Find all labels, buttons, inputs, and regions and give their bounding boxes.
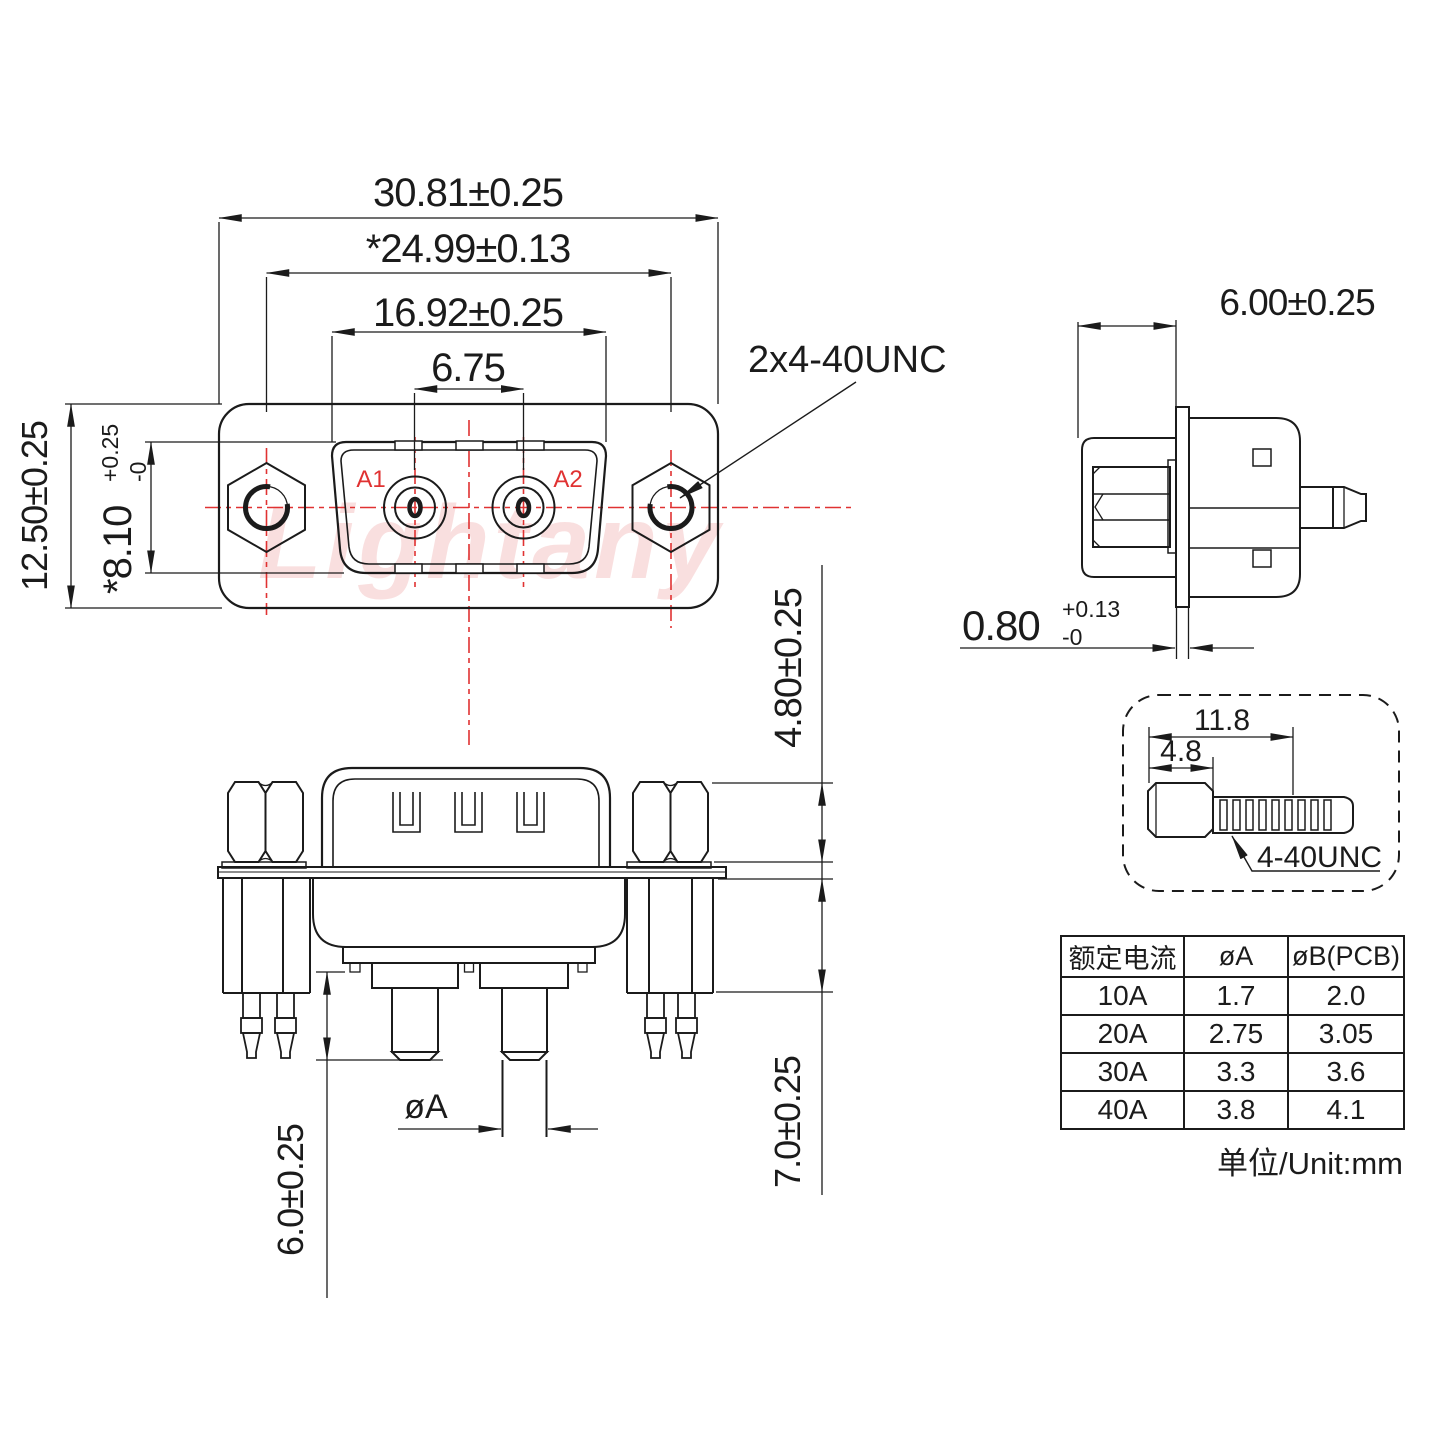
cell-current: 20A: [1060, 1014, 1185, 1054]
thread-spec-leader: [1231, 835, 1380, 872]
rear-body: [1081, 437, 1176, 578]
dim-opening-height: *8.10: [96, 506, 140, 594]
dim-opening-width: 16.92±0.25: [373, 291, 563, 335]
table-row: 20A 2.75 3.05: [1060, 1014, 1405, 1054]
cell-dia-a: 1.7: [1183, 976, 1289, 1016]
dsub-opening-outer: [330, 440, 608, 575]
standoff-right: [626, 781, 712, 869]
dim-pin-diameter: øA: [404, 1088, 448, 1126]
shell-outer: [320, 766, 612, 867]
front-extension-lines: [65, 222, 719, 609]
unit-note: 单位/Unit:mm: [1217, 1146, 1403, 1181]
screw-hex-body: [1147, 782, 1214, 838]
cell-current: 30A: [1060, 1052, 1185, 1092]
standoff-left: [221, 781, 307, 869]
hex-nut-left: [227, 461, 306, 554]
bracket-leg-left: [222, 878, 311, 994]
cell-dia-a: 3.3: [1183, 1052, 1289, 1092]
flange-side: [1175, 406, 1190, 608]
power-contact-a2: [491, 475, 556, 540]
cell-dia-a: 2.75: [1183, 1014, 1289, 1054]
table-row: 40A 3.8 4.1: [1060, 1090, 1405, 1130]
dsub-opening-inner: [340, 449, 598, 565]
header-rated-current: 额定电流: [1060, 935, 1185, 978]
table-header-row: 额定电流 øA øB(PCB): [1060, 935, 1405, 978]
cell-dia-a: 3.8: [1183, 1090, 1289, 1130]
dim-contact-pitch: 6.75: [431, 346, 505, 390]
dim-bracket-length-lines: [716, 878, 833, 1195]
dim-opening-height-group: *8.10 +0.25 -0: [96, 424, 151, 594]
front-view: Lightany: [14, 171, 947, 745]
thread-note-leader: [679, 381, 857, 499]
header-dia-b-pcb: øB(PCB): [1287, 935, 1405, 978]
dim-flange-thickness: 0.80: [962, 602, 1040, 649]
shell-slots: [392, 792, 545, 833]
dim-bracket-length: 7.0±0.25: [767, 1056, 808, 1188]
side-view: 6.00±0.25 0.80 +0.13 -0: [960, 282, 1376, 659]
table-row: 10A 1.7 2.0: [1060, 976, 1405, 1016]
shell-inner: [332, 778, 600, 867]
dim-screw-hex: 4.8: [1160, 735, 1202, 768]
power-pin-a2-bottom: [479, 962, 569, 1137]
screw-threads: [1219, 799, 1332, 831]
dim-screw-overall: 11.8: [1194, 704, 1250, 737]
power-pin-a1-bottom: [371, 962, 459, 1061]
contact-pin-side: [1299, 486, 1367, 529]
dim-overall-height: 12.50±0.25: [14, 421, 55, 591]
cell-dia-b: 3.6: [1287, 1052, 1405, 1092]
dim-shell-height: 4.80±0.25: [768, 588, 810, 748]
dim-pin-protrusion-lines: [316, 971, 443, 1298]
bracket-leg-right: [626, 878, 714, 994]
screw-detail: 11.8 4.8 4-40UNC: [1122, 694, 1400, 892]
dim-shell-height-lines: [712, 565, 833, 879]
insulator-step: [342, 946, 596, 964]
rating-table: 额定电流 øA øB(PCB) 10A 1.7 2.0 20A 2.75 3.0…: [1060, 935, 1405, 1130]
contact-label-a1: A1: [356, 466, 385, 493]
cell-current: 10A: [1060, 976, 1185, 1016]
power-contact-a1: [383, 475, 447, 540]
bottom-view: 4.80±0.25 7.0±0.25 6.0±0.25 øA: [217, 565, 833, 1298]
screw-dim-lines: [1148, 727, 1294, 795]
screw-thread-rod: [1212, 796, 1354, 834]
header-dia-a: øA: [1183, 935, 1289, 978]
contact-label-a2: A2: [553, 466, 582, 493]
thread-spec: 4-40UNC: [1257, 841, 1382, 874]
dim-opening-height-tol-plus: +0.25: [97, 424, 123, 482]
pcb-pins: [240, 992, 698, 1059]
flange-outline: [217, 402, 720, 610]
thread-note: 2x4-40UNC: [748, 339, 947, 381]
cell-dia-b: 3.05: [1287, 1014, 1405, 1054]
insulator-body: [312, 878, 626, 948]
detail-frame: [1122, 694, 1400, 892]
cell-dia-b: 4.1: [1287, 1090, 1405, 1130]
cell-current: 40A: [1060, 1090, 1185, 1130]
hex-nut-side: [1092, 459, 1177, 554]
dim-pin-protrusion: 6.0±0.25: [270, 1124, 311, 1256]
table-row: 30A 3.3 3.6: [1060, 1052, 1405, 1092]
dim-overall-width: 30.81±0.25: [373, 171, 563, 215]
dim-depth: 6.00±0.25: [1219, 282, 1375, 323]
dim-flange-thickness-tol-minus: -0: [1062, 624, 1082, 650]
shell-tabs: [394, 440, 545, 574]
cell-dia-b: 2.0: [1287, 976, 1405, 1016]
dim-mount-width: *24.99±0.13: [366, 227, 570, 271]
dim-flange-thickness-tol-plus: +0.13: [1062, 596, 1120, 622]
dim-opening-height-tol-minus: -0: [125, 462, 151, 482]
front-dimension-lines: [67, 214, 719, 609]
